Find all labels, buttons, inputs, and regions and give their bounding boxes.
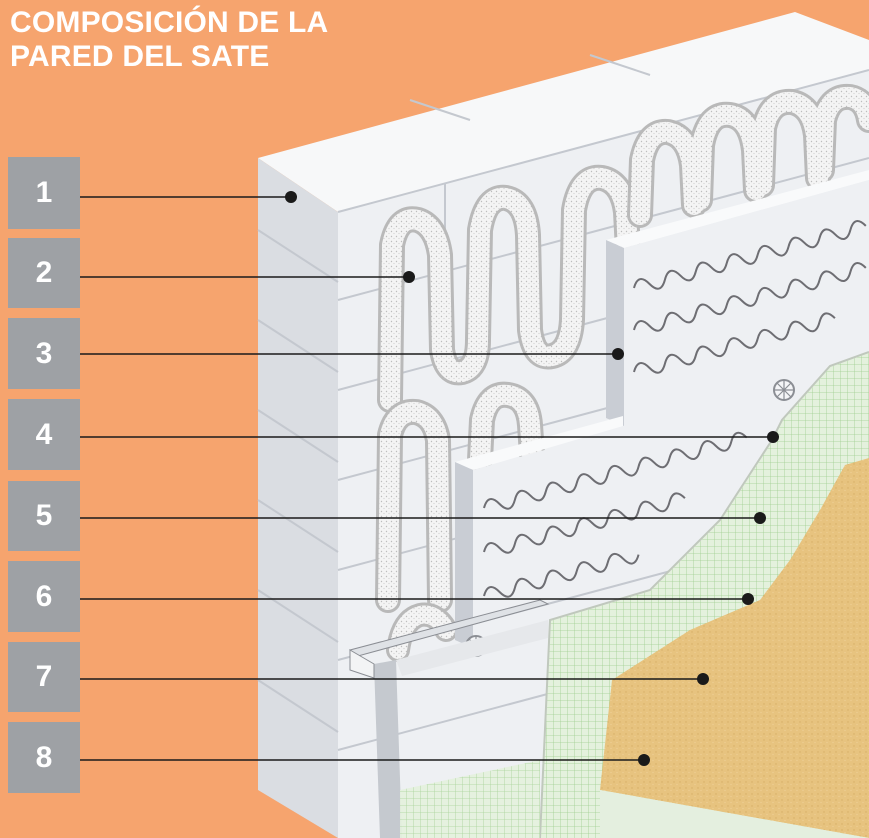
legend-number-4: 4 [8,399,80,470]
legend-number-1: 1 [8,157,80,229]
wall-top-face [258,12,869,212]
legend-number-5: 5 [8,481,80,551]
leader-dots [285,191,779,766]
wall-side-face [258,158,338,838]
legend-number-6: 6 [8,561,80,632]
legend-number-8: 8 [8,722,80,793]
leader-dot-3 [612,348,624,360]
leader-dot-1 [285,191,297,203]
leader-lines [80,196,772,761]
base-profile [348,599,550,838]
leader-dot-8 [638,754,650,766]
leader-dot-6 [742,593,754,605]
leader-dot-5 [754,512,766,524]
legend-number-7: 7 [8,642,80,712]
legend-number-2: 2 [8,238,80,308]
leader-dot-7 [697,673,709,685]
diagram-title: COMPOSICIÓN DE LA PARED DEL SATE [10,6,328,74]
legend-number-3: 3 [8,318,80,389]
leader-dot-2 [403,271,415,283]
insulation-boards [455,170,869,648]
leader-dot-4 [767,431,779,443]
title-line-2: PARED DEL SATE [10,40,270,73]
title-line-1: COMPOSICIÓN DE LA [10,6,329,39]
finishing-render-layer [600,458,869,838]
adhesive-mortar-beads [375,83,869,662]
